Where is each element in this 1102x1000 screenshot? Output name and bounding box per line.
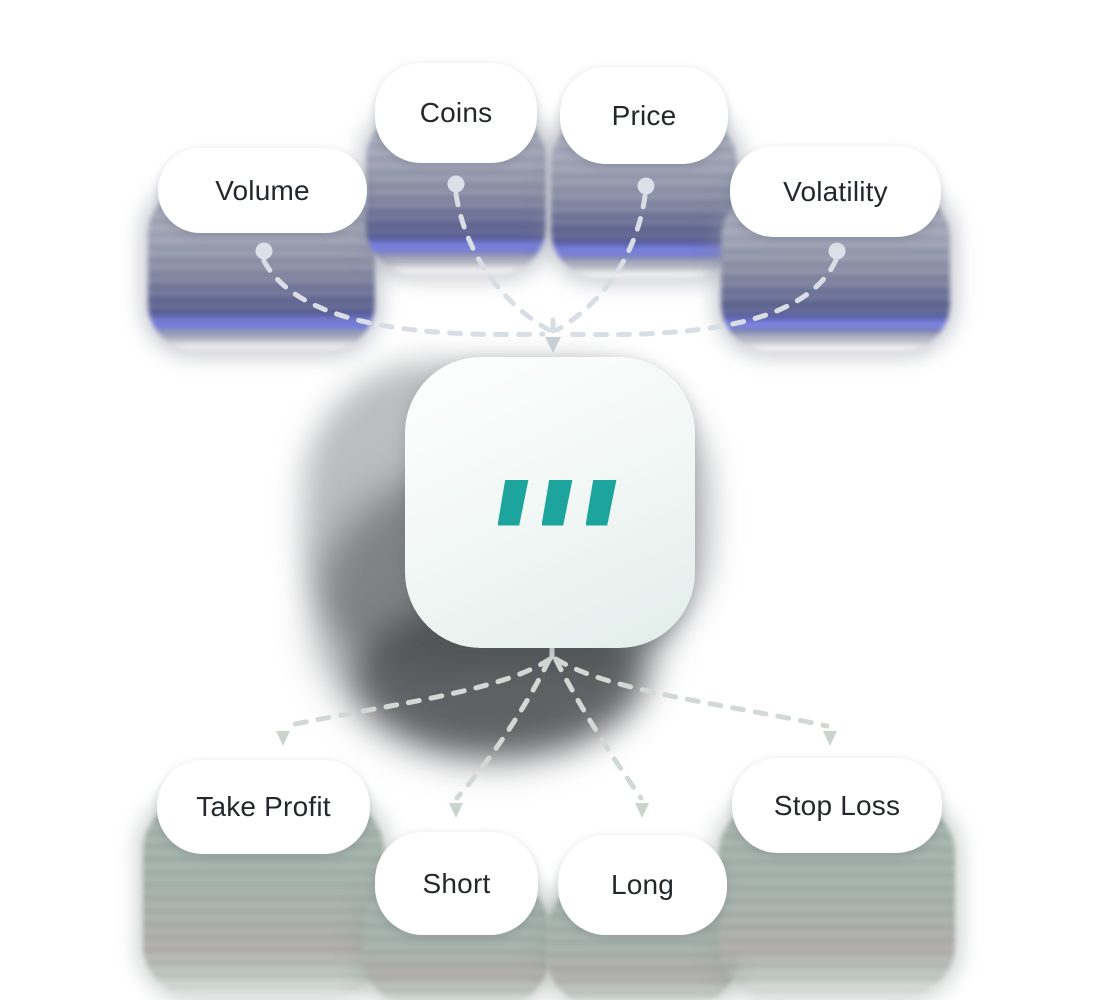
output-pill-stop-loss-label: Stop Loss — [773, 789, 901, 821]
app-icon — [405, 357, 695, 648]
arrow-long — [635, 803, 649, 818]
arrow-short — [449, 803, 463, 818]
dot-price — [637, 177, 655, 195]
output-pill-take-profit-label: Take Profit — [196, 791, 331, 822]
output-pill-long-label: Long — [610, 869, 675, 900]
output-pill-short: Short — [375, 832, 538, 935]
input-pill-price-label: Price — [611, 99, 677, 131]
connector-take-profit-line — [283, 656, 553, 729]
connector-volume-line — [261, 258, 546, 337]
output-pill-take-profit: Take Profit — [157, 760, 370, 854]
comma-mark-icon — [541, 479, 573, 526]
input-pill-coins: Coins — [375, 63, 537, 163]
arrow-take-profit — [276, 731, 290, 746]
connector-volatility-line — [559, 257, 839, 338]
connector-coins-line — [453, 191, 552, 333]
connector-price-line — [554, 193, 648, 333]
input-pill-volume: Volume — [158, 148, 367, 233]
arrow-stop-loss — [823, 731, 837, 746]
output-pill-short-label: Short — [422, 867, 491, 899]
connector-long-line — [553, 657, 644, 801]
arrow-into-icon — [545, 337, 561, 353]
dot-volume — [255, 242, 273, 260]
input-pill-coins-label: Coins — [419, 97, 493, 128]
input-pill-volatility: Volatility — [730, 146, 941, 237]
input-pill-volume-label: Volume — [215, 174, 310, 206]
output-pill-stop-loss: Stop Loss — [732, 758, 942, 853]
input-pill-price: Price — [560, 67, 728, 164]
connector-stop-loss-line — [553, 656, 830, 729]
comma-mark-icon — [585, 479, 617, 526]
dot-volatility — [828, 242, 846, 260]
output-pill-long: Long — [558, 835, 727, 935]
comma-mark-icon — [497, 479, 529, 526]
dot-coins — [447, 175, 465, 193]
connector-short-line — [454, 657, 552, 801]
input-pill-volatility-label: Volatility — [783, 175, 888, 207]
three-commas-logo-icon — [497, 479, 617, 526]
